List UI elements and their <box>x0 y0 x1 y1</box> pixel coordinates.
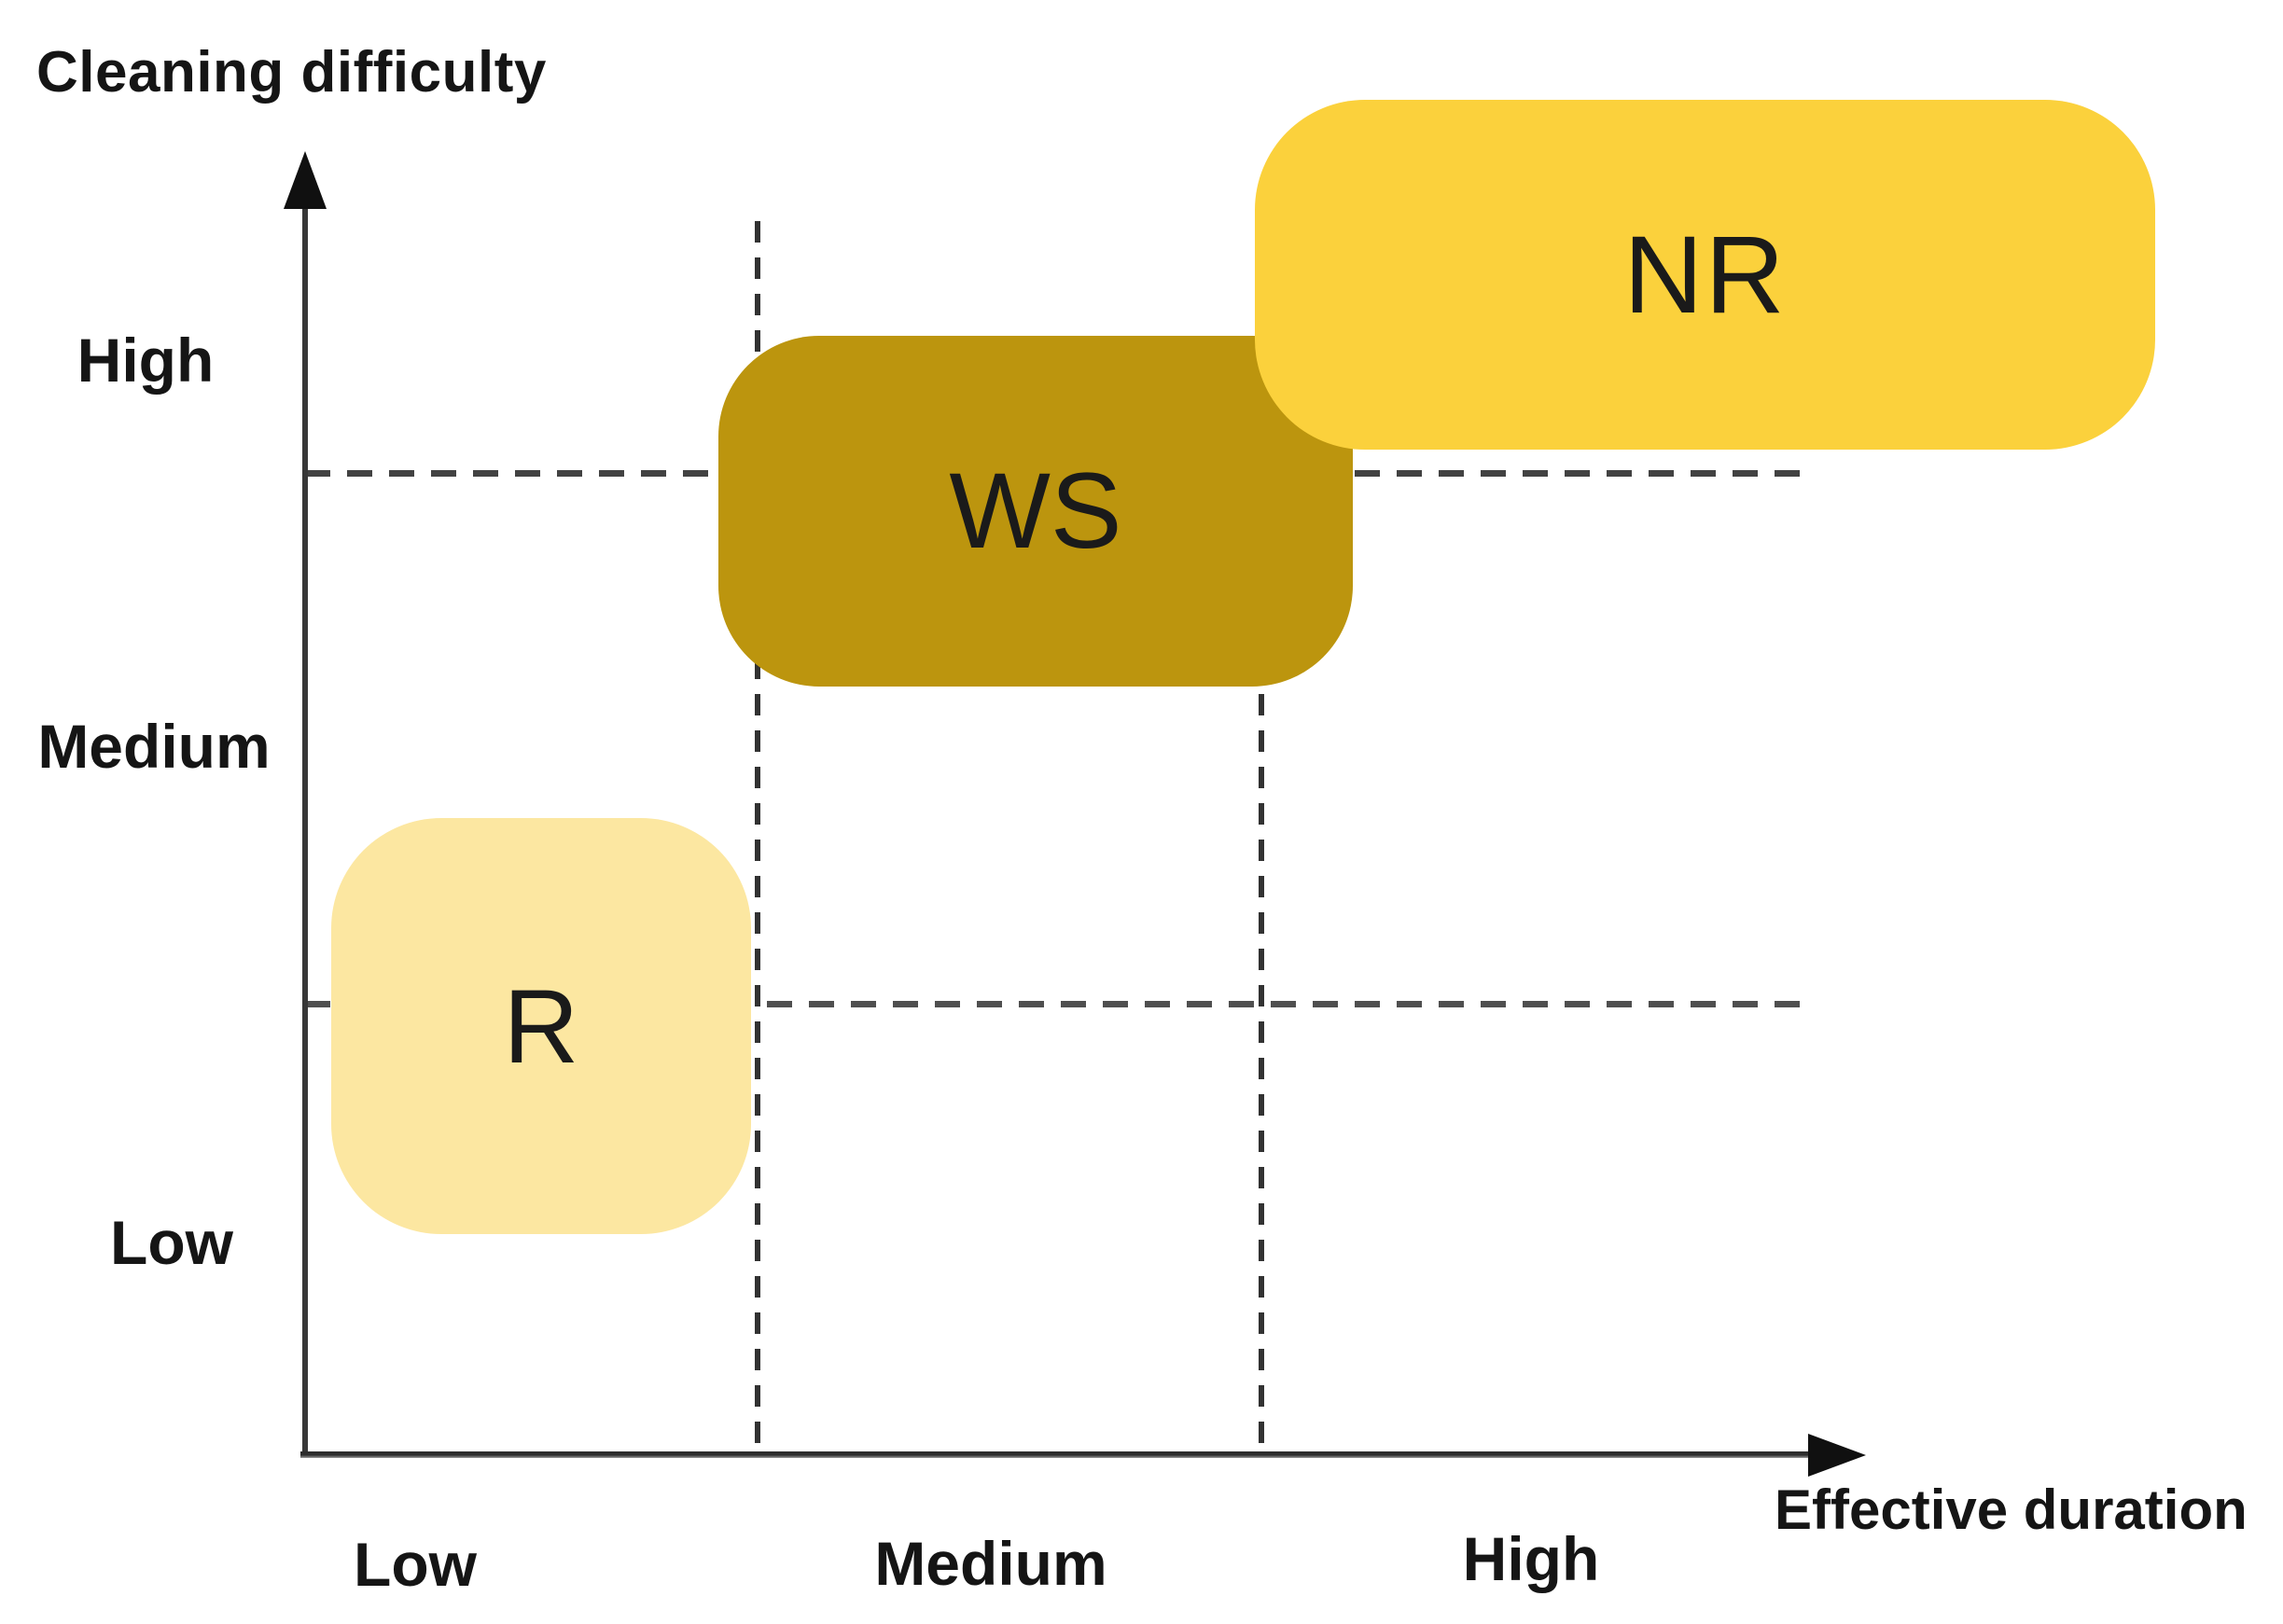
region-r: R <box>331 818 751 1234</box>
y-axis-line <box>302 187 308 1457</box>
region-nr: NR <box>1255 100 2155 450</box>
y-tick-low: Low <box>110 1208 233 1277</box>
x-tick-low: Low <box>354 1530 477 1599</box>
x-axis-line <box>300 1451 1812 1458</box>
x-axis-arrowhead-icon <box>1808 1434 1866 1477</box>
region-ws: WS <box>718 336 1353 687</box>
region-nr-label: NR <box>1623 213 1787 337</box>
y-tick-high: High <box>77 326 215 395</box>
y-axis-arrowhead-icon <box>284 151 327 209</box>
gridline-vertical-medium-high-boundary <box>1259 221 1264 1455</box>
x-tick-medium: Medium <box>874 1529 1107 1598</box>
gridline-horizontal-low-boundary <box>305 1001 1805 1007</box>
region-ws-label: WS <box>949 451 1122 571</box>
x-axis-title: Effective duration <box>1775 1478 2248 1541</box>
y-axis-title: Cleaning difficulty <box>36 40 547 104</box>
gridline-vertical-low-medium-boundary <box>755 221 760 1455</box>
y-tick-medium: Medium <box>37 712 271 781</box>
region-r-label: R <box>503 967 579 1085</box>
x-tick-high: High <box>1462 1524 1600 1593</box>
